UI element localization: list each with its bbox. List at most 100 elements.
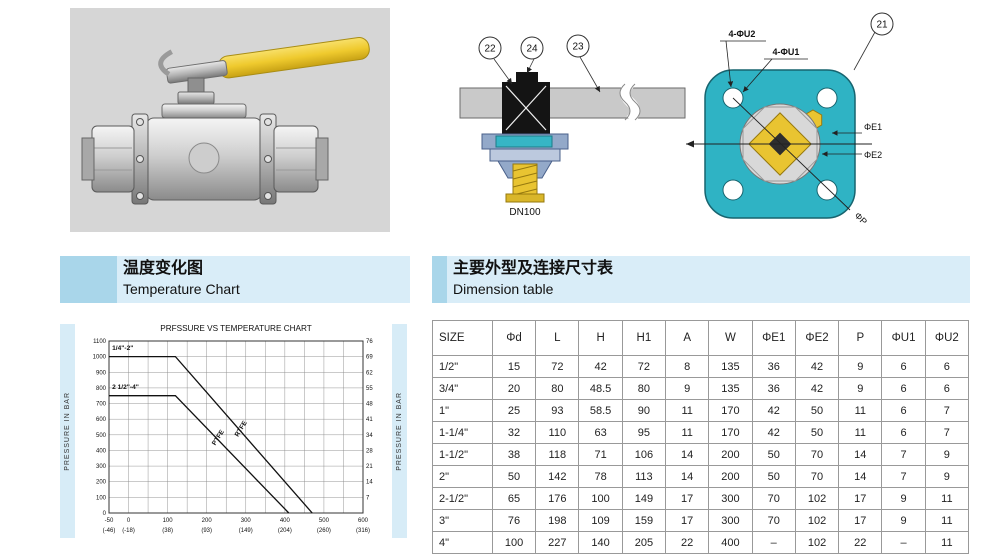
svg-text:7: 7 <box>366 495 370 501</box>
label-phi-p: ΦP <box>853 210 869 226</box>
value-cell: 6 <box>881 421 926 444</box>
value-cell: – <box>881 531 926 554</box>
value-cell: 14 <box>838 465 883 488</box>
svg-text:(-46): (-46) <box>103 528 116 534</box>
value-cell: 65 <box>491 487 537 510</box>
label-phi-e2: ΦE2 <box>864 150 882 160</box>
value-cell: 8 <box>665 355 710 378</box>
value-cell: 50 <box>751 465 796 488</box>
column-header-SIZE: SIZE <box>432 320 493 356</box>
dn-label: DN100 <box>509 207 541 218</box>
svg-text:2 1/2"-4": 2 1/2"-4" <box>112 384 139 391</box>
svg-text:48: 48 <box>366 402 373 408</box>
value-cell: 25 <box>491 399 537 422</box>
value-cell: 50 <box>794 399 840 422</box>
svg-text:100: 100 <box>96 495 107 501</box>
value-cell: 200 <box>708 443 753 466</box>
value-cell: 50 <box>491 465 537 488</box>
value-cell: 102 <box>794 487 840 510</box>
section-header-temperature: 温度变化图 Temperature Chart <box>60 256 410 303</box>
value-cell: 80 <box>535 377 580 400</box>
svg-text:(316): (316) <box>356 528 370 534</box>
svg-text:400: 400 <box>96 448 107 454</box>
value-cell: – <box>751 531 796 554</box>
value-cell: 11 <box>924 487 969 510</box>
value-cell: 63 <box>578 421 623 444</box>
value-cell: 72 <box>621 355 667 378</box>
value-cell: 22 <box>665 531 710 554</box>
value-cell: 11 <box>665 399 710 422</box>
size-cell: 2-1/2" <box>432 487 493 510</box>
column-header-ΦU2: ΦU2 <box>924 320 969 356</box>
value-cell: 70 <box>751 487 796 510</box>
value-cell: 113 <box>621 465 667 488</box>
value-cell: 6 <box>924 355 969 378</box>
size-cell: 1/2" <box>432 355 493 378</box>
pressure-temperature-chart: PRESSURE IN BAR PRFSSURE VS TEMPERATURE … <box>60 316 410 552</box>
chart-svg: PRFSSURE VS TEMPERATURE CHART01002003004… <box>93 324 374 534</box>
svg-text:0: 0 <box>103 511 107 517</box>
svg-text:200: 200 <box>96 480 107 486</box>
value-cell: 106 <box>621 443 667 466</box>
value-cell: 93 <box>535 399 580 422</box>
svg-text:(38): (38) <box>162 528 173 534</box>
valve-photo <box>70 8 390 232</box>
value-cell: 72 <box>535 355 580 378</box>
value-cell: 80 <box>621 377 667 400</box>
value-cell: 11 <box>838 399 883 422</box>
svg-text:1/4"-2": 1/4"-2" <box>112 345 133 352</box>
svg-text:PTFE: PTFE <box>211 428 226 447</box>
flange-face-diagram: ΦP 4-ΦU2 4-ΦU1 21 ΦE1 ΦE2 <box>686 12 894 227</box>
value-cell: 227 <box>535 531 580 554</box>
temperature-section-title-zh: 温度变化图 <box>123 260 204 277</box>
size-cell: 3" <box>432 509 493 532</box>
bolt-hole <box>816 87 838 109</box>
value-cell: 78 <box>578 465 623 488</box>
value-cell: 6 <box>881 399 926 422</box>
value-cell: 400 <box>708 531 753 554</box>
value-cell: 11 <box>838 421 883 444</box>
banner-stripe <box>60 256 117 303</box>
value-cell: 11 <box>924 531 969 554</box>
value-cell: 70 <box>751 509 796 532</box>
value-cell: 17 <box>665 509 710 532</box>
dimension-section-title-zh: 主要外型及连接尺寸表 <box>453 260 614 277</box>
value-cell: 6 <box>881 355 926 378</box>
technical-diagrams: 22 24 23 DN100 <box>420 8 980 232</box>
svg-text:14: 14 <box>366 480 373 486</box>
value-cell: 6 <box>881 377 926 400</box>
svg-text:(-18): (-18) <box>122 528 135 534</box>
value-cell: 36 <box>751 377 796 400</box>
cross-section-diagram: 22 24 23 DN100 <box>459 34 686 218</box>
column-header-L: L <box>535 320 580 356</box>
size-cell: 1-1/4" <box>432 421 493 444</box>
size-cell: 1" <box>432 399 493 422</box>
column-header-ΦE2: ΦE2 <box>794 320 840 356</box>
column-header-ΦU1: ΦU1 <box>881 320 926 356</box>
size-cell: 2" <box>432 465 493 488</box>
svg-text:300: 300 <box>96 464 107 470</box>
svg-text:34: 34 <box>366 433 373 439</box>
value-cell: 170 <box>708 399 753 422</box>
svg-text:21: 21 <box>366 464 373 470</box>
value-cell: 42 <box>751 421 796 444</box>
dimension-section-title-en: Dimension table <box>453 280 554 297</box>
temperature-section-title-en: Temperature Chart <box>123 280 240 297</box>
value-cell: 76 <box>491 509 537 532</box>
value-cell: 50 <box>794 421 840 444</box>
value-cell: 95 <box>621 421 667 444</box>
column-header-H: H <box>578 320 623 356</box>
value-cell: 118 <box>535 443 580 466</box>
bolt-hole <box>816 179 838 201</box>
svg-text:(149): (149) <box>239 528 253 534</box>
callout-23: 23 <box>566 34 590 58</box>
value-cell: 300 <box>708 487 753 510</box>
label-4-u1: 4-ΦU1 <box>773 47 800 57</box>
value-cell: 42 <box>794 377 840 400</box>
callout-21: 21 <box>853 12 894 71</box>
